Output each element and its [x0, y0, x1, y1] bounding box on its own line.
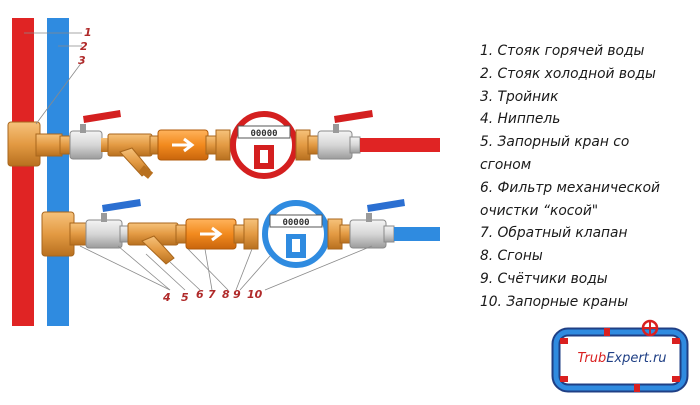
cold-water-riser: [47, 18, 69, 326]
callout-1: 1: [84, 26, 92, 39]
legend-item: 7. Обратный клапан: [480, 225, 628, 242]
hot-water-riser: [12, 18, 34, 326]
legend-item: сгоном: [480, 156, 532, 173]
logo-text-part1: Trub: [577, 351, 607, 366]
callout-9: 9: [233, 288, 241, 301]
hot-meter-digits: 00000: [250, 129, 277, 139]
legend-item: 4. Ниппель: [480, 111, 561, 128]
hot-outlet-pipe: [360, 138, 440, 152]
blue-lever-icon: [102, 199, 141, 212]
logo-text-part2: Expert.ru: [606, 351, 667, 366]
legend-item: очистки “косой": [480, 202, 599, 219]
leader-lines: [24, 32, 373, 291]
cold-valve-2: [349, 219, 387, 249]
callout-7: 7: [208, 288, 216, 301]
legend-item: 6. Фильтр механической: [480, 179, 660, 196]
cold-tee: [41, 211, 75, 257]
flow-arrow-icon: [172, 137, 195, 153]
cold-valve-1: [85, 219, 123, 249]
flow-arrow-icon: [200, 226, 223, 242]
legend-item: 2. Стояк холодной воды: [480, 65, 656, 82]
red-lever-icon: [83, 110, 121, 123]
callout-10: 10: [247, 288, 263, 301]
legend-item: 8. Сгоны: [480, 248, 543, 265]
hot-valve-1: [69, 130, 103, 160]
hot-branch: 00000: [7, 110, 440, 179]
blue-lever-icon: [367, 199, 405, 212]
callout-3: 3: [78, 54, 86, 67]
callout-8: 8: [222, 288, 230, 301]
callout-2: 2: [80, 40, 88, 53]
red-lever-icon: [334, 110, 373, 123]
trubexpert-logo: [551, 319, 689, 393]
legend-list: 1. Стояк горячей воды 2. Стояк холодной …: [480, 40, 698, 314]
cold-meter-digits: 00000: [282, 218, 309, 228]
logo-wordmark: TrubExpert.ru: [562, 351, 682, 366]
hot-valve-2: [317, 130, 353, 160]
cold-outlet-pipe: [394, 227, 440, 241]
callout-4: 4: [162, 291, 171, 304]
legend-item: 9. Счётчики воды: [480, 270, 608, 287]
legend-item: 10. Запорные краны: [480, 293, 629, 310]
legend-item: 1. Стояк горячей воды: [480, 43, 645, 59]
callout-6: 6: [196, 288, 204, 301]
hot-tee: [7, 121, 41, 167]
legend-item: 5. Запорный кран со: [480, 134, 630, 151]
callout-5: 5: [181, 291, 189, 304]
legend-item: 3. Тройник: [480, 88, 559, 105]
cold-branch: 00000: [41, 199, 440, 268]
